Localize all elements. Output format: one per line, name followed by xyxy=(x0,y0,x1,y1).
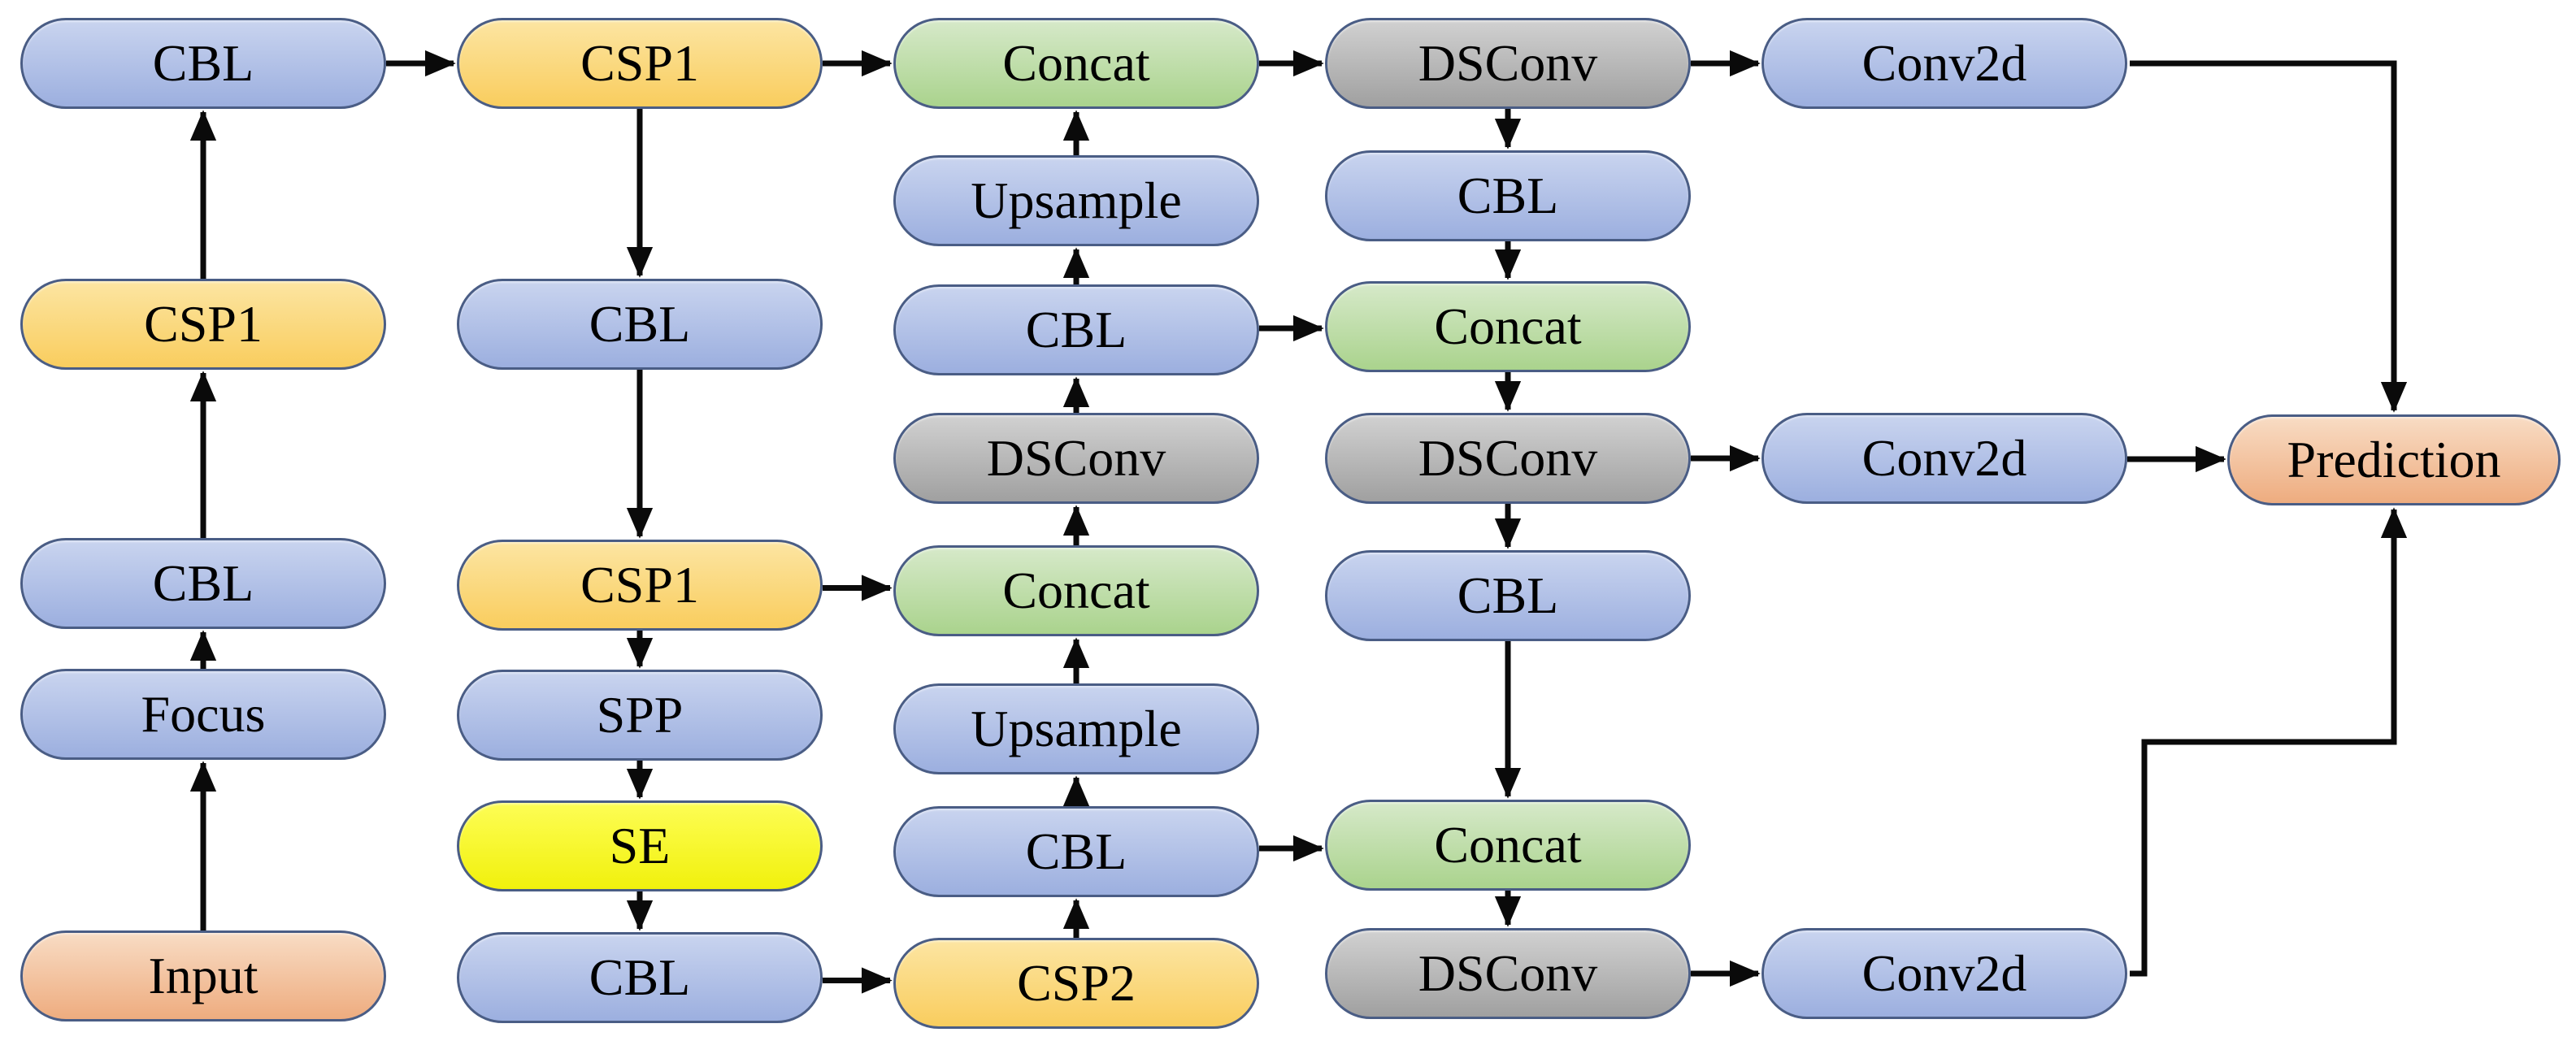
node-cbl-a3: CBL xyxy=(20,538,386,629)
node-label: Prediction xyxy=(2287,431,2501,488)
node-label: DSConv xyxy=(986,429,1166,487)
edge-e1-f1 xyxy=(2130,60,2408,413)
node-dsconv-d4: DSConv xyxy=(1325,413,1691,504)
node-label: Conv2d xyxy=(1861,34,2027,92)
node-conv2d-e1: Conv2d xyxy=(1761,18,2127,109)
node-label: CSP2 xyxy=(1017,954,1136,1012)
node-label: SPP xyxy=(596,686,684,744)
node-label: CBL xyxy=(589,948,691,1006)
node-label: CBL xyxy=(152,34,254,92)
node-upsample-c6: Upsample xyxy=(893,683,1259,774)
node-label: CSP1 xyxy=(144,295,263,353)
node-label: Concat xyxy=(1002,562,1150,619)
node-label: CBL xyxy=(589,295,691,353)
node-label: Concat xyxy=(1434,297,1582,355)
node-label: CBL xyxy=(1025,301,1127,358)
node-cbl-d2: CBL xyxy=(1325,150,1691,241)
node-concat-c1: Concat xyxy=(893,18,1259,109)
edge-e3-f1 xyxy=(2130,507,2408,977)
node-upsample-c2: Upsample xyxy=(893,155,1259,246)
node-dsconv-d7: DSConv xyxy=(1325,928,1691,1019)
node-csp2-c8: CSP2 xyxy=(893,938,1259,1029)
node-cbl-c7: CBL xyxy=(893,806,1259,897)
node-label: CSP1 xyxy=(580,34,699,92)
node-csp1-a2: CSP1 xyxy=(20,279,386,370)
node-concat-c5: Concat xyxy=(893,545,1259,636)
node-label: Concat xyxy=(1434,816,1582,874)
node-concat-d3: Concat xyxy=(1325,281,1691,372)
node-conv2d-e2: Conv2d xyxy=(1761,413,2127,504)
node-label: SE xyxy=(609,817,671,874)
node-label: Upsample xyxy=(971,171,1182,229)
node-label: CBL xyxy=(1025,822,1127,880)
node-cbl-a1: CBL xyxy=(20,18,386,109)
node-dsconv-d1: DSConv xyxy=(1325,18,1691,109)
node-label: DSConv xyxy=(1418,34,1598,92)
node-label: Input xyxy=(148,947,258,1004)
node-dsconv-c4: DSConv xyxy=(893,413,1259,504)
node-cbl-b2: CBL xyxy=(457,279,823,370)
node-cbl-d5: CBL xyxy=(1325,550,1691,641)
node-conv2d-e3: Conv2d xyxy=(1761,928,2127,1019)
node-label: Conv2d xyxy=(1861,944,2027,1002)
node-csp1-b3: CSP1 xyxy=(457,540,823,631)
node-label: Conv2d xyxy=(1861,429,2027,487)
node-prediction-f1: Prediction xyxy=(2227,414,2561,505)
node-label: Concat xyxy=(1002,34,1150,92)
node-input-a5: Input xyxy=(20,930,386,1021)
node-label: CBL xyxy=(1457,167,1559,224)
node-se-b5: SE xyxy=(457,800,823,891)
node-cbl-b6: CBL xyxy=(457,932,823,1023)
node-label: CSP1 xyxy=(580,556,699,614)
edge-group xyxy=(189,50,2408,994)
node-label: DSConv xyxy=(1418,944,1598,1002)
node-label: DSConv xyxy=(1418,429,1598,487)
node-label: CBL xyxy=(1457,566,1559,624)
node-cbl-c3: CBL xyxy=(893,284,1259,375)
node-label: Focus xyxy=(141,685,266,743)
node-concat-d6: Concat xyxy=(1325,800,1691,891)
node-csp1-b1: CSP1 xyxy=(457,18,823,109)
node-label: CBL xyxy=(152,554,254,612)
node-focus-a4: Focus xyxy=(20,669,386,760)
node-label: Upsample xyxy=(971,700,1182,757)
node-spp-b4: SPP xyxy=(457,670,823,761)
